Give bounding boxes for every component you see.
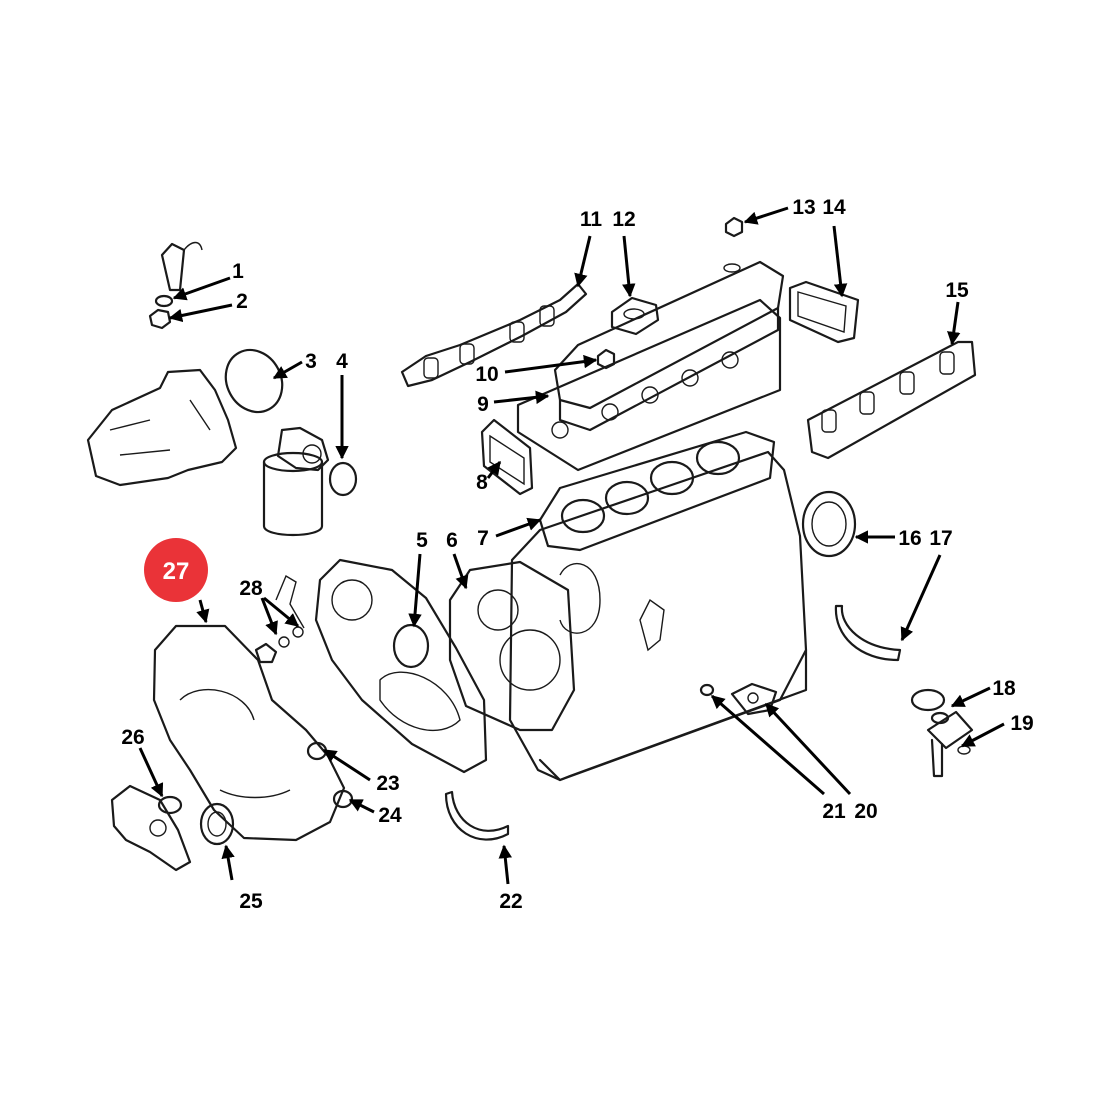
intake-manifold-gasket-part xyxy=(806,340,977,460)
nut-part xyxy=(148,308,172,330)
front-oil-seal-part xyxy=(199,802,235,846)
callout-24: 24 xyxy=(378,804,402,827)
seal-ring-24-part xyxy=(332,789,354,809)
water-outlet-gasket-part xyxy=(480,418,534,496)
callout-15: 15 xyxy=(945,279,969,302)
callout-10: 10 xyxy=(475,363,498,386)
callout-17: 17 xyxy=(929,527,952,550)
callout-12: 12 xyxy=(612,208,635,231)
callout-4: 4 xyxy=(336,350,348,373)
rear-oil-seal-part xyxy=(801,490,857,558)
end-cover-gasket-part xyxy=(788,280,860,344)
oil-pan-flange-gasket-part xyxy=(730,682,778,716)
callout-22: 22 xyxy=(499,890,522,913)
oil-filler-cap-part xyxy=(610,296,660,336)
callout-23: 23 xyxy=(376,772,399,795)
oil-filter-part xyxy=(262,426,330,537)
highlight-badge-label: 27 xyxy=(163,558,190,585)
callout-9: 9 xyxy=(477,393,489,416)
plug-part xyxy=(328,461,358,497)
front-plate-gasket-part xyxy=(448,560,576,732)
callout-11: 11 xyxy=(580,208,603,231)
callout-6: 6 xyxy=(446,529,458,552)
drain-plug-gasket-part xyxy=(699,683,715,697)
callout-16: 16 xyxy=(898,527,921,550)
highlight-badge[interactable]: 27 xyxy=(144,538,208,602)
oil-dipstick-tube xyxy=(160,241,203,292)
engine-block-part xyxy=(508,450,808,782)
callout-8: 8 xyxy=(476,471,488,494)
callout-20: 20 xyxy=(854,800,877,823)
callout-25: 25 xyxy=(239,890,263,913)
callout-1: 1 xyxy=(232,260,244,283)
valve-cover-part xyxy=(553,260,785,432)
timing-cover-gasket-part xyxy=(314,558,488,774)
callout-7: 7 xyxy=(477,527,489,550)
callout-2: 2 xyxy=(236,290,248,313)
main-bearing-seal-strip-part xyxy=(444,790,510,841)
callout-13: 13 xyxy=(792,196,815,219)
oil-filter-adapter-housing xyxy=(86,368,238,487)
head-gasket-part xyxy=(538,430,776,552)
bolt-washer-nut-set-part xyxy=(254,574,305,664)
callout-3: 3 xyxy=(305,350,317,373)
exhaust-gasket-part xyxy=(400,282,588,388)
timing-cover-part xyxy=(152,624,346,842)
pcv-valve-part xyxy=(910,688,974,778)
callout-19: 19 xyxy=(1010,712,1033,735)
callout-5: 5 xyxy=(416,529,428,552)
cap-nut-part xyxy=(724,216,744,238)
water-pump-elbow-part xyxy=(110,784,192,872)
callout-21: 21 xyxy=(822,800,846,823)
rear-seal-strip-part xyxy=(834,604,902,662)
highlight-badge-circle xyxy=(144,538,208,602)
adapter-gasket-part xyxy=(224,348,284,414)
o-ring-26-part xyxy=(157,795,183,815)
callout-28: 28 xyxy=(239,577,263,600)
callout-18: 18 xyxy=(992,677,1016,700)
leader-lines xyxy=(138,206,1005,885)
cylinder-head-part xyxy=(516,298,782,472)
callout-14: 14 xyxy=(822,196,846,219)
callout-26: 26 xyxy=(121,726,144,749)
seal-washer-part xyxy=(154,294,174,308)
